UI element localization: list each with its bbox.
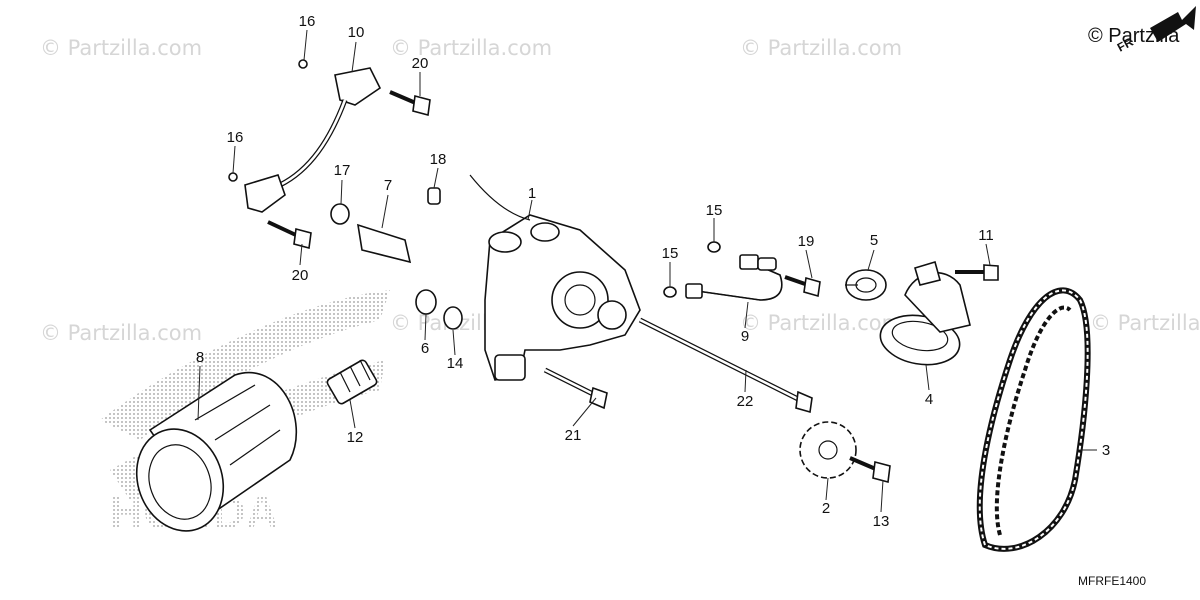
callout-16-lower[interactable]: 16: [227, 129, 244, 146]
o-ring-15-lower: [663, 286, 677, 298]
callout-18[interactable]: 18: [430, 151, 447, 168]
callout-1[interactable]: 1: [528, 185, 536, 202]
watermark-text: © Partzilla.com: [740, 36, 902, 60]
strainer-seal-part: [845, 269, 887, 301]
watermark-text: © Partzilla.com: [1090, 311, 1200, 335]
oil-filter-part: [135, 372, 298, 532]
callout-17[interactable]: 17: [334, 162, 351, 179]
o-ring-15-upper: [707, 241, 721, 253]
callout-3[interactable]: 3: [1102, 442, 1110, 459]
callout-20-upper[interactable]: 20: [412, 55, 429, 72]
pump-sprocket-part: [799, 421, 857, 479]
callout-9[interactable]: 9: [741, 328, 749, 345]
bolt-19-head: [803, 276, 821, 298]
callout-4[interactable]: 4: [925, 391, 933, 408]
front-direction-arrow: FR: [1115, 6, 1196, 55]
callout-19[interactable]: 19: [798, 233, 815, 250]
watermark-text: © Partzilla.com: [40, 36, 202, 60]
bolt-20-upper-part: [389, 90, 431, 117]
leader-lines: [197, 29, 1097, 513]
bolt-20-lower-part: [267, 220, 312, 250]
callout-6[interactable]: 6: [421, 340, 429, 357]
collar-6: [415, 289, 437, 315]
callout-22[interactable]: 22: [737, 393, 754, 410]
callout-11[interactable]: 11: [978, 227, 994, 244]
front-direction-label: FR: [1115, 35, 1136, 55]
relief-valve-7: [357, 223, 412, 264]
filter-stud-part: [326, 359, 378, 405]
callout-15-upper[interactable]: 15: [706, 202, 723, 219]
oil-strainer-part: [879, 260, 971, 366]
callout-7[interactable]: 7: [384, 177, 392, 194]
callout-16-upper[interactable]: 16: [299, 13, 316, 30]
washer-16-lower: [228, 172, 238, 182]
bolt-21-part: [543, 367, 608, 410]
drive-chain-part: [976, 287, 1091, 552]
diagram-code: MFRFE1400: [1078, 574, 1146, 588]
washer-16-upper: [298, 59, 308, 69]
oil-pump-body-part: [469, 174, 641, 381]
oil-pipe-part: [685, 254, 783, 301]
callout-2[interactable]: 2: [822, 500, 830, 517]
watermark-text: © Partzilla.com: [390, 36, 552, 60]
watermark-text: © Partzilla.com: [40, 321, 202, 345]
o-ring-17: [330, 203, 350, 225]
callout-10[interactable]: 10: [348, 24, 365, 41]
dowel-18: [427, 187, 441, 205]
watermark-text: © Partzilla.com: [740, 311, 902, 335]
watermark-group: © Partzilla.com © Partzilla.com © Partzi…: [40, 36, 1200, 345]
callout-12[interactable]: 12: [347, 429, 364, 446]
o-ring-14: [443, 306, 463, 330]
callout-21[interactable]: 21: [565, 427, 582, 444]
callout-14[interactable]: 14: [447, 355, 464, 372]
bolt-19: [784, 275, 809, 287]
oil-pipe-bracket-part: [244, 67, 382, 213]
callout-15-lower[interactable]: 15: [662, 245, 679, 262]
callout-5[interactable]: 5: [870, 232, 878, 249]
callout-20-lower[interactable]: 20: [292, 267, 309, 284]
bolt-11-part: [955, 264, 999, 281]
callout-8[interactable]: 8: [196, 349, 204, 366]
callout-labels: 1 2 3 4 5 6 7 8 9 10 11 12 13 14 15 15 1…: [196, 13, 1110, 530]
small-parts-group: [228, 59, 821, 330]
callout-13[interactable]: 13: [873, 513, 890, 530]
long-bolt-part: [638, 317, 813, 414]
bolt-13-part: [849, 456, 891, 484]
